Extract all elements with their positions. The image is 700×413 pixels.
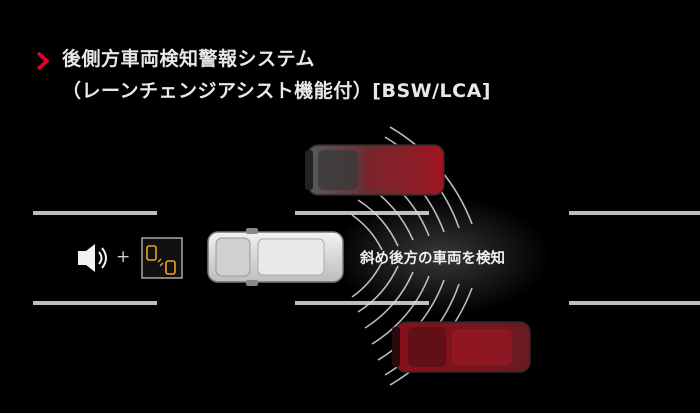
title-block: 後側方車両検知警報システム （レーンチェンジアシスト機能付）[BSW/LCA] — [34, 44, 491, 106]
chevron-right-icon — [36, 51, 50, 71]
title-line-1: 後側方車両検知警報システム — [62, 48, 315, 70]
rear-car-lower — [392, 321, 531, 373]
lane-lines — [33, 211, 700, 305]
speaker-icon — [78, 244, 107, 272]
title-line-2: （レーンチェンジアシスト機能付）[BSW/LCA] — [62, 80, 491, 102]
plus-sign: + — [116, 247, 131, 267]
detect-label: 斜め後方の車両を検知 — [360, 251, 505, 267]
label-glow — [330, 196, 550, 316]
own-car — [207, 228, 344, 286]
bsw-indicator-icon — [141, 237, 183, 279]
rear-car-upper — [305, 144, 445, 196]
